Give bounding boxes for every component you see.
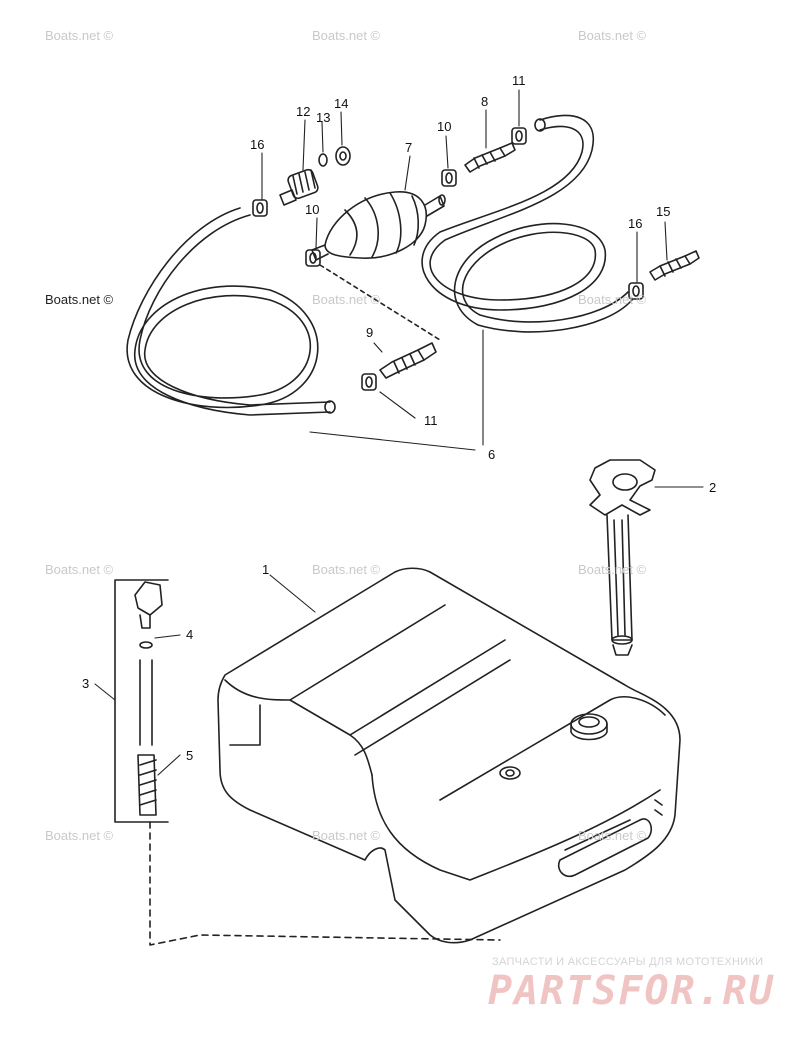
callout-15: 15 — [656, 204, 671, 219]
callout-11a: 11 — [512, 73, 526, 88]
watermark: Boats.net © — [45, 562, 114, 577]
fuel-hose-left — [126, 207, 336, 416]
callout-2: 2 — [709, 480, 717, 495]
callout-14: 14 — [334, 96, 349, 111]
watermark: Boats.net © — [578, 292, 647, 307]
hose-clamp-11-top — [511, 127, 527, 145]
callout-9: 9 — [366, 325, 374, 340]
callout-12: 12 — [296, 104, 311, 119]
washer-14 — [335, 146, 351, 166]
callout-11b: 11 — [424, 413, 438, 428]
fuel-connector-12 — [279, 168, 319, 206]
leader-lines — [94, 89, 704, 776]
hose-fitting-8 — [464, 142, 516, 173]
branding-subtitle: ЗАПЧАСТИ И АКСЕССУАРЫ ДЛЯ МОТОТЕХНИКИ — [492, 956, 764, 968]
watermark: Boats.net © — [312, 828, 381, 843]
callout-13: 13 — [316, 110, 331, 125]
branding-logo: PARTSFOR.RU — [488, 968, 775, 1014]
hose-clamp-11-bottom — [361, 373, 377, 391]
watermark: Boats.net © — [45, 292, 114, 307]
watermark: Boats.net © — [45, 828, 114, 843]
callout-1: 1 — [262, 562, 270, 577]
tank-connector-9 — [379, 342, 437, 379]
callout-10b: 10 — [437, 119, 452, 134]
callout-16a: 16 — [250, 137, 265, 152]
watermark: Boats.net © — [578, 562, 647, 577]
callout-4: 4 — [186, 627, 194, 642]
hose-clamp-16-left — [252, 199, 268, 217]
o-ring-13 — [318, 153, 328, 167]
watermark: Boats.net © — [312, 28, 381, 43]
assembly-line-top — [319, 264, 441, 341]
assembly-line-bottom — [149, 821, 501, 946]
pickup-tube-assembly — [114, 579, 169, 823]
callout-8: 8 — [481, 94, 489, 109]
fuel-hose-right — [421, 114, 633, 333]
watermark: Boats.net © — [578, 28, 647, 43]
callout-6: 6 — [488, 447, 496, 462]
watermark: Boats.net © — [312, 562, 381, 577]
callout-7: 7 — [405, 140, 413, 155]
engine-fitting-15 — [649, 250, 700, 281]
callout-10a: 10 — [305, 202, 320, 217]
fuel-gauge — [589, 459, 656, 656]
hose-clamp-16-right — [628, 282, 644, 300]
primer-bulb — [311, 191, 446, 261]
watermark: Boats.net © — [45, 28, 114, 43]
watermark: Boats.net © — [312, 292, 381, 307]
callout-3: 3 — [82, 676, 90, 691]
hose-clamp-10-left — [305, 249, 321, 267]
watermark: Boats.net © — [578, 828, 647, 843]
callout-16b: 16 — [628, 216, 643, 231]
fuel-tank — [217, 567, 681, 944]
callout-5: 5 — [186, 748, 194, 763]
hose-clamp-10-right — [441, 169, 457, 187]
